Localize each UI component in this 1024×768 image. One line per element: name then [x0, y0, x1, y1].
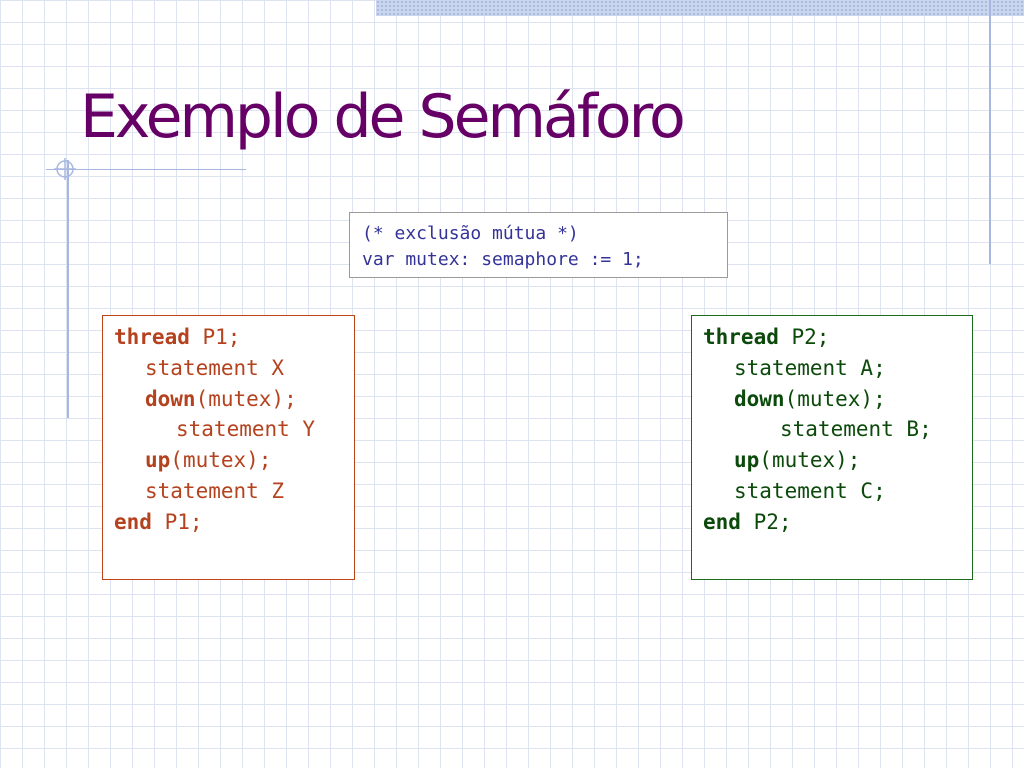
p2-down-line: down(mutex);: [703, 384, 972, 415]
top-decorative-band: [376, 0, 1024, 16]
p2-statement-a: statement A;: [734, 355, 886, 380]
up-keyword: up: [145, 448, 171, 473]
p1-down-line: down(mutex);: [114, 384, 354, 415]
p2-up-line: up(mutex);: [703, 445, 972, 476]
p2-end-name: P2;: [740, 509, 792, 534]
p1-up-args: (mutex);: [170, 448, 272, 473]
p2-down-args: (mutex);: [784, 386, 886, 411]
thread-p2-code-box: thread P2; statement A; down(mutex); sta…: [691, 315, 973, 580]
down-keyword: down: [145, 386, 196, 411]
slide-title: Exemplo de Semáforo: [80, 82, 686, 152]
p1-down-args: (mutex);: [195, 386, 297, 411]
thread-keyword: thread: [114, 325, 190, 349]
p1-statement-x: statement X: [145, 355, 285, 380]
title-underline: [46, 169, 246, 170]
right-decorative-line: [989, 0, 991, 264]
p2-thread-name: P2;: [778, 325, 830, 349]
up-keyword: up: [734, 448, 760, 473]
p1-statement-y: statement Y: [176, 417, 316, 442]
p2-end-line: end P2;: [703, 507, 972, 538]
p1-header-line: thread P1;: [114, 322, 354, 353]
p2-header-line: thread P2;: [703, 322, 972, 353]
p1-end-line: end P1;: [114, 507, 354, 538]
p2-statement-c: statement C;: [734, 478, 886, 503]
thread-p1-code-box: thread P1; statement X down(mutex); stat…: [102, 315, 355, 580]
semaphore-declaration-box: (* exclusão mútua *) var mutex: semaphor…: [349, 212, 728, 278]
p1-statement-z: statement Z: [145, 478, 285, 503]
end-keyword: end: [703, 509, 741, 534]
thread-keyword: thread: [703, 325, 779, 349]
p1-up-line: up(mutex);: [114, 445, 354, 476]
declaration-var-line: var mutex: semaphore := 1;: [362, 249, 644, 270]
p1-end-name: P1;: [151, 509, 203, 534]
declaration-comment-line: (* exclusão mútua *): [362, 223, 579, 244]
p1-thread-name: P1;: [189, 325, 241, 349]
p2-up-args: (mutex);: [759, 448, 861, 473]
left-decorative-line: [67, 160, 69, 418]
crosshair-ornament-icon: [54, 158, 76, 180]
p2-statement-b: statement B;: [780, 417, 932, 442]
end-keyword: end: [114, 509, 152, 534]
down-keyword: down: [734, 386, 785, 411]
